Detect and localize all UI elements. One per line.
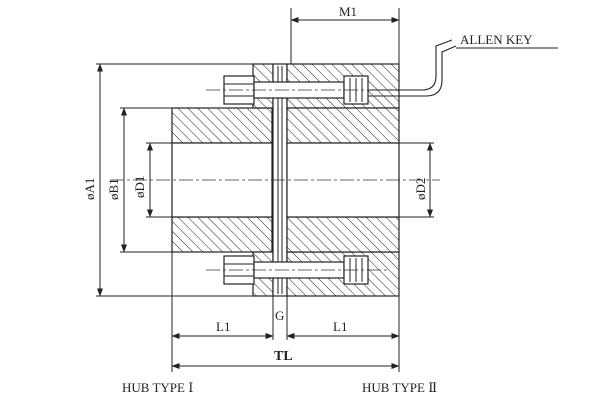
dim-m1: M1 xyxy=(290,4,400,64)
l1-left-label: L1 xyxy=(216,319,230,334)
dim-d1: øD1 xyxy=(132,142,172,218)
a1-label: øA1 xyxy=(82,178,97,200)
dim-b1: øB1 xyxy=(106,107,172,253)
d1-label: øD1 xyxy=(132,176,147,198)
dim-d2: øD2 xyxy=(399,142,434,218)
allen-key-label: ALLEN KEY xyxy=(460,32,533,47)
g-label: G xyxy=(275,308,284,323)
b1-label: øB1 xyxy=(106,178,121,200)
d2-label: øD2 xyxy=(413,178,428,200)
dim-bottom: L1 G L1 TL xyxy=(171,252,400,372)
hub-type-2-caption: HUB TYPE Ⅱ xyxy=(362,380,437,395)
tl-label: TL xyxy=(274,349,293,364)
allen-key-wire xyxy=(368,39,453,91)
m1-label: M1 xyxy=(339,4,357,19)
dim-a1: øA1 xyxy=(82,63,253,297)
l1-right-label: L1 xyxy=(333,319,347,334)
hub-type-1-caption: HUB TYPE Ⅰ xyxy=(122,380,193,395)
